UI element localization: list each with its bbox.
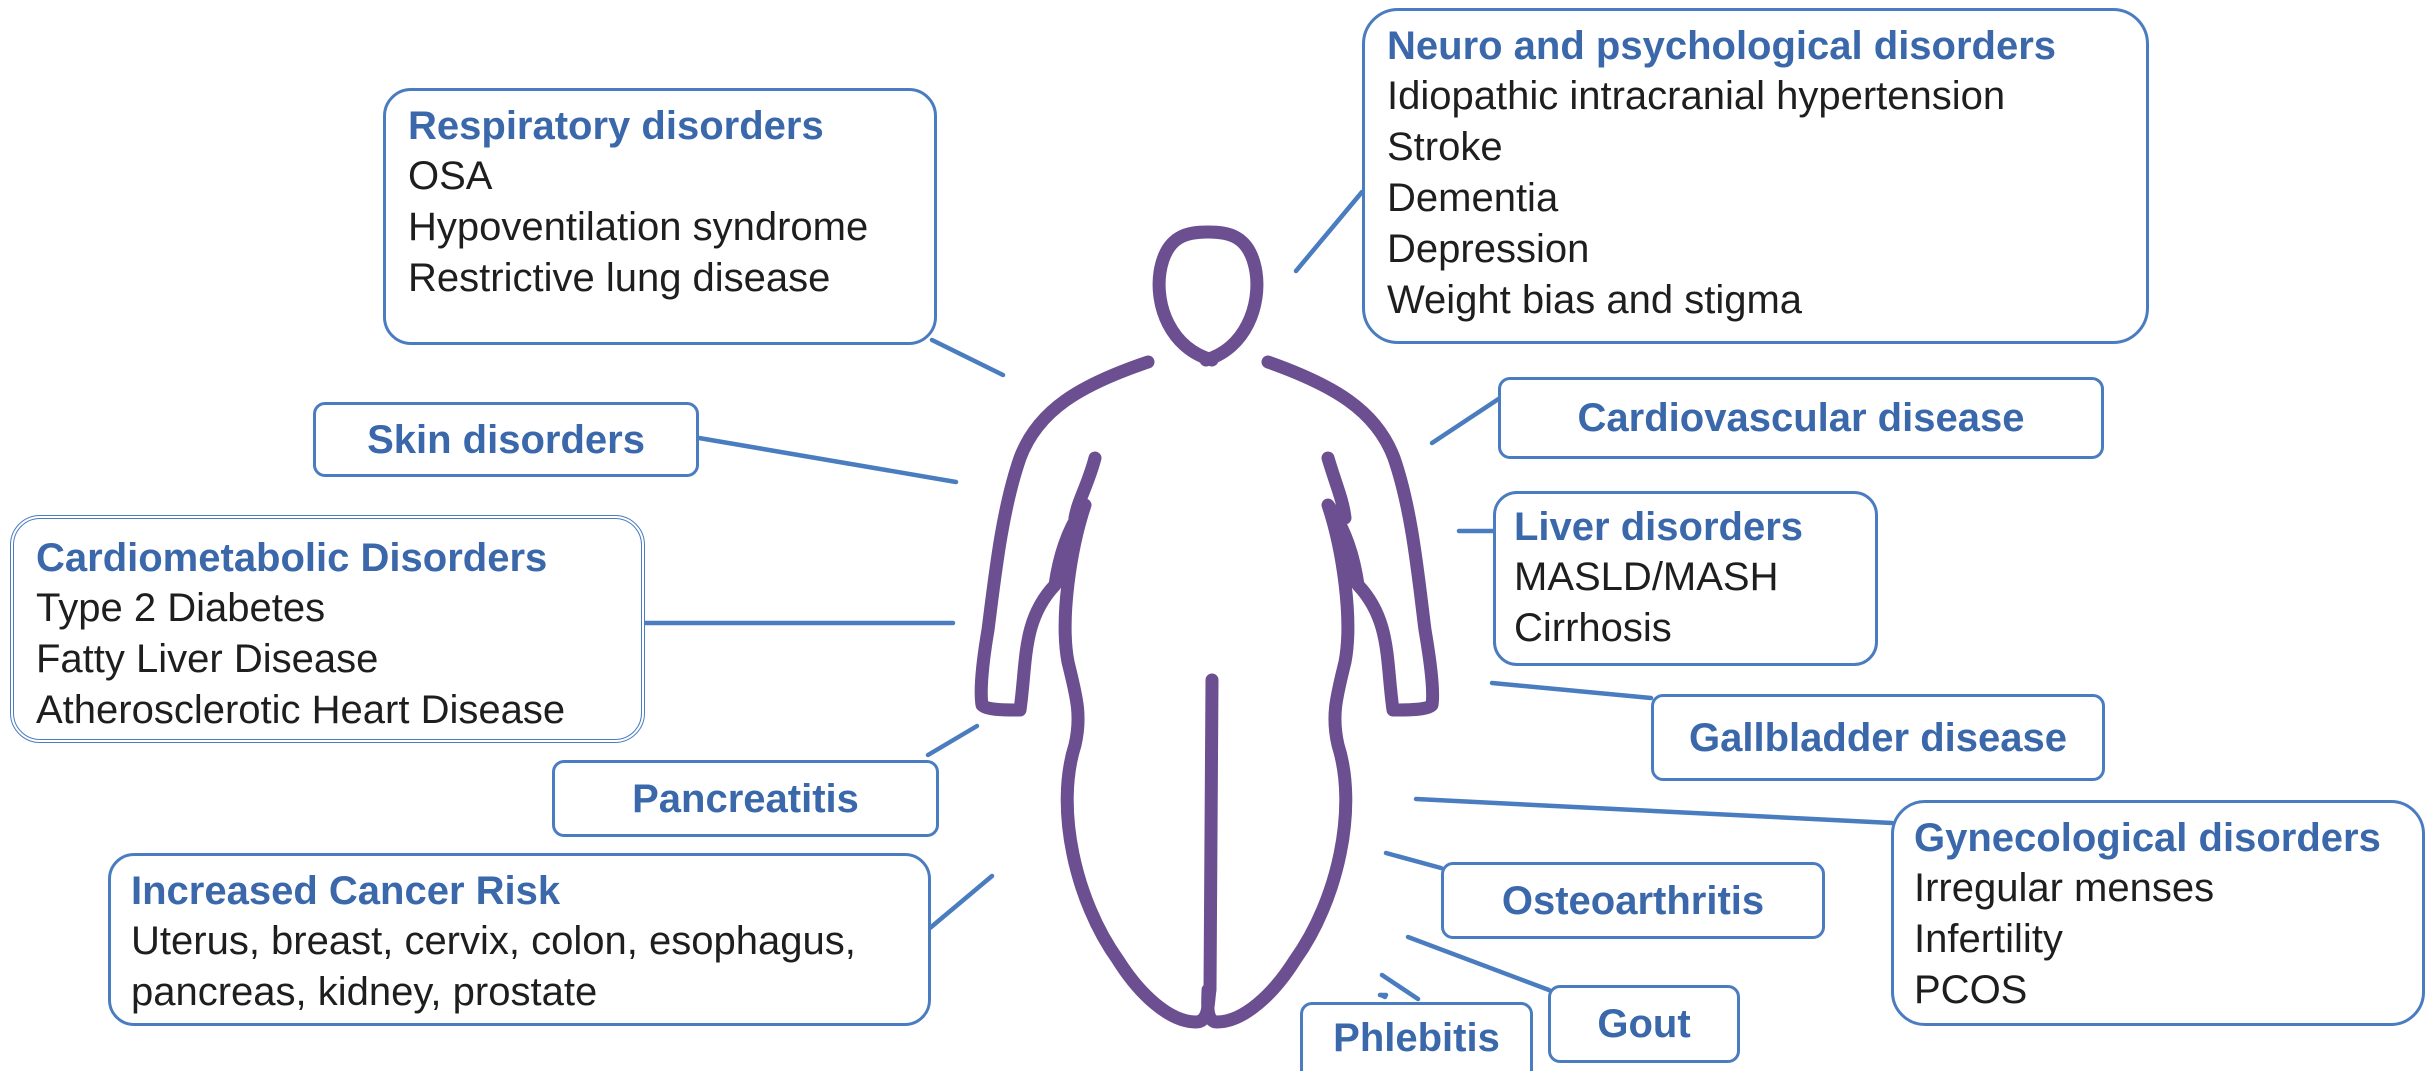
osteoarthritis-title: Osteoarthritis: [1502, 876, 1764, 926]
increased-cancer-risk-box: Increased Cancer Risk Uterus, breast, ce…: [108, 853, 931, 1026]
respiratory-item: Restrictive lung disease: [408, 253, 916, 304]
gout-box: Gout: [1548, 985, 1740, 1063]
neuro-item: Idiopathic intracranial hypertension: [1387, 71, 2128, 122]
gynecological-title: Gynecological disorders: [1914, 813, 2412, 863]
cardiometabolic-title: Cardiometabolic Disorders: [36, 533, 623, 583]
cardiovascular-disease-box: Cardiovascular disease: [1498, 377, 2104, 459]
gynecological-disorders-box: Gynecological disorders Irregular menses…: [1891, 800, 2425, 1026]
cancer-risk-item: pancreas, kidney, prostate: [131, 967, 910, 1018]
cardiometabolic-item: Atherosclerotic Heart Disease: [36, 685, 623, 736]
gout-title: Gout: [1597, 999, 1690, 1049]
respiratory-item: Hypoventilation syndrome: [408, 202, 916, 253]
skin-disorders-title: Skin disorders: [367, 415, 645, 465]
liver-item: Cirrhosis: [1514, 603, 1861, 654]
respiratory-disorders-box: Respiratory disorders OSA Hypoventilatio…: [383, 88, 937, 345]
cardiometabolic-item: Type 2 Diabetes: [36, 583, 623, 634]
figure-head: [1159, 232, 1257, 360]
phlebitis-box: Phlebitis: [1300, 1002, 1533, 1071]
neuro-item: Weight bias and stigma: [1387, 275, 2128, 326]
pancreatitis-title: Pancreatitis: [632, 774, 859, 824]
gynecological-item: PCOS: [1914, 965, 2412, 1016]
cancer-risk-title: Increased Cancer Risk: [131, 866, 910, 916]
cardiometabolic-disorders-box: Cardiometabolic Disorders Type 2 Diabete…: [10, 515, 645, 743]
liver-disorders-box: Liver disorders MASLD/MASH Cirrhosis: [1493, 491, 1878, 666]
respiratory-disorders-title: Respiratory disorders: [408, 101, 916, 151]
pancreatitis-box: Pancreatitis: [552, 760, 939, 837]
gallbladder-disease-box: Gallbladder disease: [1651, 694, 2105, 781]
respiratory-item: OSA: [408, 151, 916, 202]
figure-outline-right: [1208, 362, 1433, 1022]
gynecological-item: Infertility: [1914, 914, 2412, 965]
gynecological-item: Irregular menses: [1914, 863, 2412, 914]
gallbladder-disease-title: Gallbladder disease: [1689, 713, 2067, 763]
phlebitis-title: Phlebitis: [1333, 1013, 1500, 1063]
liver-item: MASLD/MASH: [1514, 552, 1861, 603]
neuro-item: Depression: [1387, 224, 2128, 275]
neuro-psychological-disorders-box: Neuro and psychological disorders Idiopa…: [1362, 8, 2149, 344]
cardiovascular-disease-title: Cardiovascular disease: [1578, 393, 2025, 443]
skin-disorders-box: Skin disorders: [313, 402, 699, 477]
cancer-risk-item: Uterus, breast, cervix, colon, esophagus…: [131, 916, 910, 967]
neuro-item: Dementia: [1387, 173, 2128, 224]
cardiometabolic-item: Fatty Liver Disease: [36, 634, 623, 685]
osteoarthritis-box: Osteoarthritis: [1441, 862, 1825, 939]
neuro-item: Stroke: [1387, 122, 2128, 173]
neuro-disorders-title: Neuro and psychological disorders: [1387, 21, 2128, 71]
liver-disorders-title: Liver disorders: [1514, 502, 1861, 552]
